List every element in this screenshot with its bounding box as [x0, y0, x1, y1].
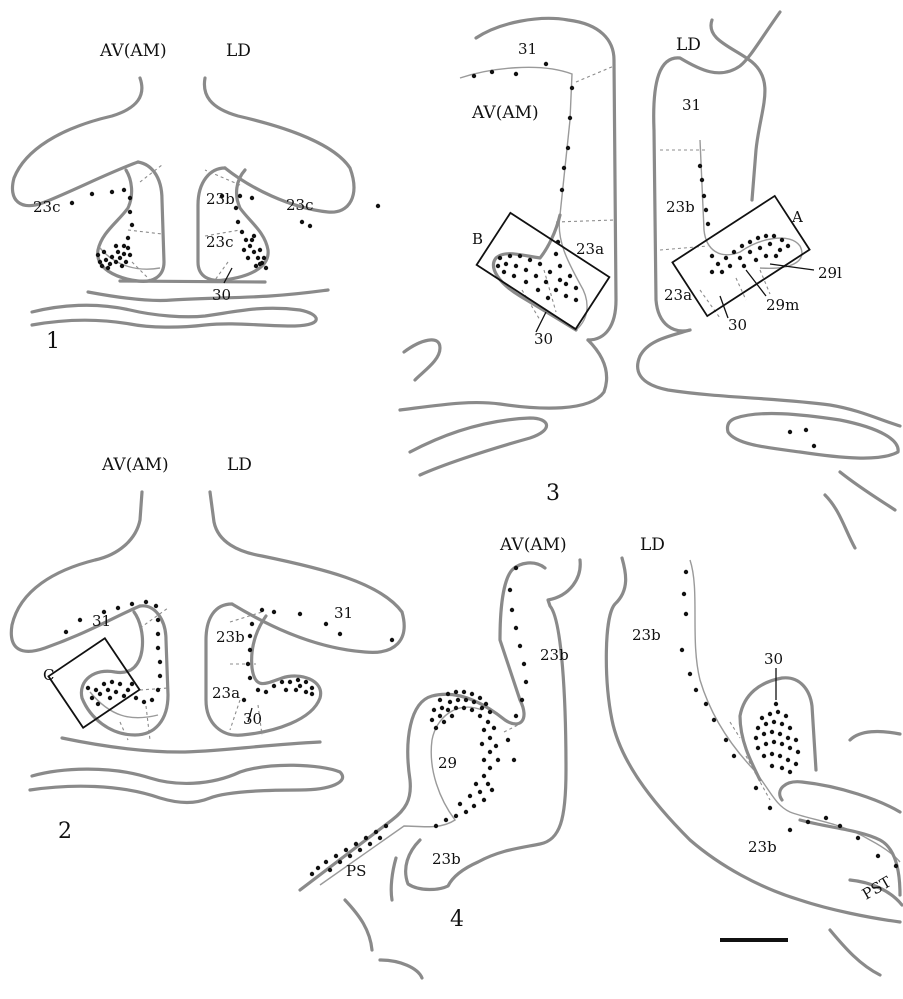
p1-left-gyrus	[98, 162, 164, 281]
p4-label-ps: PS	[346, 862, 366, 880]
p1-left-outer-contour	[12, 78, 141, 206]
p3-right-upper-contour	[654, 12, 780, 331]
p4-boundaries	[504, 722, 770, 800]
p2-label-31-left: 31	[92, 612, 111, 630]
p2-lower-structure-2	[30, 765, 343, 802]
p1-panel-number: 1	[46, 329, 60, 354]
p3-center-divide-right	[638, 330, 900, 426]
p1-boundary-a	[128, 165, 240, 280]
p3-label-31-right: 31	[682, 96, 701, 114]
p1-header-ld: LD	[226, 41, 251, 61]
p4-label-30: 30	[764, 650, 783, 668]
p3-leader-30-left	[536, 312, 546, 332]
p3-label-23a-right: 23a	[664, 286, 692, 304]
p3-label-30-left: 30	[534, 330, 553, 348]
p2-right-gyrus	[206, 604, 321, 735]
p4-label-pst: PST	[859, 873, 894, 904]
panel-3: AV(AM) LD 31 31 23b 23a 23a 30 30 29l 29…	[400, 12, 900, 548]
p4-header-ld: LD	[640, 535, 665, 555]
p3-right-inner-contour	[700, 140, 802, 268]
p4-right-inner-contour	[690, 560, 900, 862]
p1-label-23c-right: 23c	[286, 196, 314, 214]
p1-callosum-line	[120, 281, 265, 282]
p1-right-gyrus	[198, 168, 268, 280]
p3-label-23b: 23b	[666, 198, 695, 216]
p3-label-30-right: 30	[728, 316, 747, 334]
p1-label-23c-left: 23c	[33, 198, 61, 216]
p4-label-29: 29	[438, 754, 457, 772]
p1-label-23b: 23b	[206, 190, 235, 208]
p3-left-upper-contour	[476, 18, 616, 340]
p4-label-23b-lower: 23b	[432, 850, 461, 868]
p3-label-31-left: 31	[518, 40, 537, 58]
p2-label-30: 30	[243, 710, 262, 728]
p2-lower-structure	[62, 738, 320, 752]
p3-box-label-a: A	[791, 208, 803, 226]
p1-inner-contour	[100, 248, 160, 269]
p4-label-23b-ld: 23b	[632, 626, 661, 644]
p2-box-c	[48, 638, 139, 727]
p4-right-gyrus	[740, 678, 816, 780]
p2-label-23a: 23a	[212, 684, 240, 702]
p3-label-29m: 29m	[766, 296, 799, 314]
p2-header-ld: LD	[227, 455, 252, 475]
p3-label-29l: 29l	[818, 264, 842, 282]
p2-left-outer-contour	[11, 492, 142, 651]
panel-2: C AV(AM) LD 31 31 23b 23a 30 2	[11, 455, 404, 844]
p2-label-23b: 23b	[216, 628, 245, 646]
p4-label-23b-right: 23b	[748, 838, 777, 856]
p4-left-lower	[345, 900, 422, 978]
p1-lower-structure-2	[32, 305, 316, 327]
p2-label-31-right: 31	[334, 604, 353, 622]
p3-header-ld: LD	[676, 35, 701, 55]
p1-label-30: 30	[212, 286, 231, 304]
p3-panel-number: 3	[546, 481, 560, 506]
p1-header-av-am: AV(AM)	[99, 41, 167, 61]
p4-header-av-am: AV(AM)	[499, 535, 567, 555]
p3-label-23a-left: 23a	[576, 240, 604, 258]
p3-box-label-b: B	[472, 230, 483, 248]
p3-header-av-am: AV(AM)	[471, 103, 539, 123]
p2-panel-number: 2	[58, 819, 72, 844]
p2-header-av-am: AV(AM)	[101, 455, 169, 475]
p3-leader-29m	[746, 270, 766, 296]
panel-1: AV(AM) LD 23c 23b 23c 23c 30 1	[12, 41, 380, 354]
p3-left-bottom-shape	[410, 418, 547, 475]
p4-right-outer-contour	[606, 558, 900, 922]
p4-panel-number: 4	[450, 907, 464, 932]
p3-center-divide-left	[400, 340, 607, 410]
p3-right-bottom-curve	[825, 472, 895, 548]
p3-right-lower-shape	[727, 414, 898, 459]
p3-left-lower-shape	[404, 340, 440, 380]
p1-lower-structure	[88, 290, 328, 301]
p4-label-23b-upper: 23b	[540, 646, 569, 664]
p2-box-label-c: C	[43, 666, 54, 684]
p1-label-23c-mid: 23c	[206, 233, 234, 251]
